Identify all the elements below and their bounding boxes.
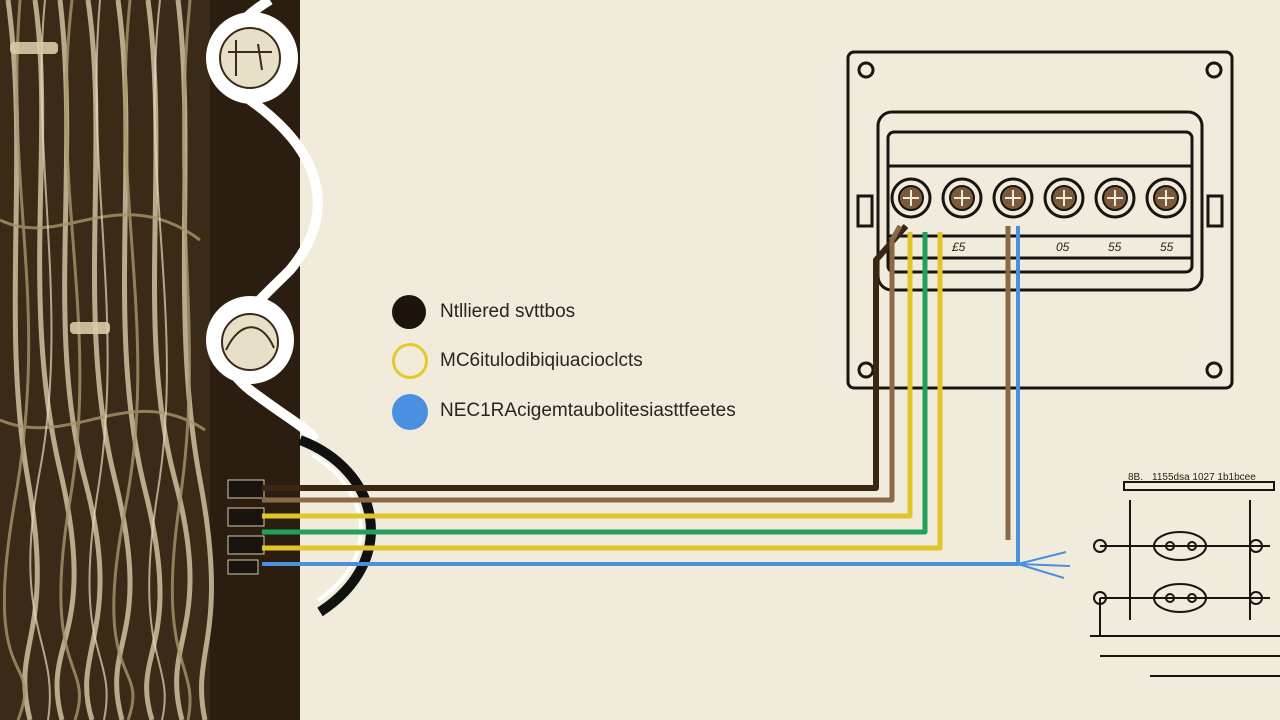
terminal-screw-slot <box>954 190 970 206</box>
legend-dot-dark <box>392 295 426 329</box>
terminal-screw-slot <box>903 190 919 206</box>
terminal-label-1: £5 <box>952 240 966 254</box>
legend-label-3: NEC1RAcigemtaubolitesiasttfeetes <box>440 400 736 421</box>
wire-yellow <box>262 232 943 551</box>
terminal-screw-row <box>890 177 1187 219</box>
wire-green <box>262 232 928 535</box>
terminal-screw-slot <box>1056 190 1072 206</box>
terminal-label-2: 05 <box>1056 240 1070 254</box>
terminal-box <box>846 50 1234 390</box>
schematic <box>1090 481 1280 677</box>
legend-dot-blue <box>392 394 428 430</box>
lens-circle-top <box>206 12 298 104</box>
legend-label-2: MC6itulodibiqiuacioclcts <box>440 350 643 371</box>
terminal-label-3: 55 <box>1108 240 1122 254</box>
terminal-screw-slot <box>1005 190 1021 206</box>
schematic-header-right: 1155dsa 1027 1b1bcee <box>1152 472 1256 483</box>
legend-dot-yellow <box>392 343 428 379</box>
terminal-label-4: 55 <box>1160 240 1174 254</box>
legend-label-1: Ntlliered svttbos <box>440 301 576 322</box>
terminal-screw-slot <box>1107 190 1123 206</box>
wire-blue <box>262 226 1071 579</box>
terminal-screw-slot <box>1158 190 1174 206</box>
wire-brown <box>262 224 903 503</box>
lens-circle-bottom <box>206 296 294 384</box>
schematic-header-left: 8B. <box>1128 472 1144 483</box>
